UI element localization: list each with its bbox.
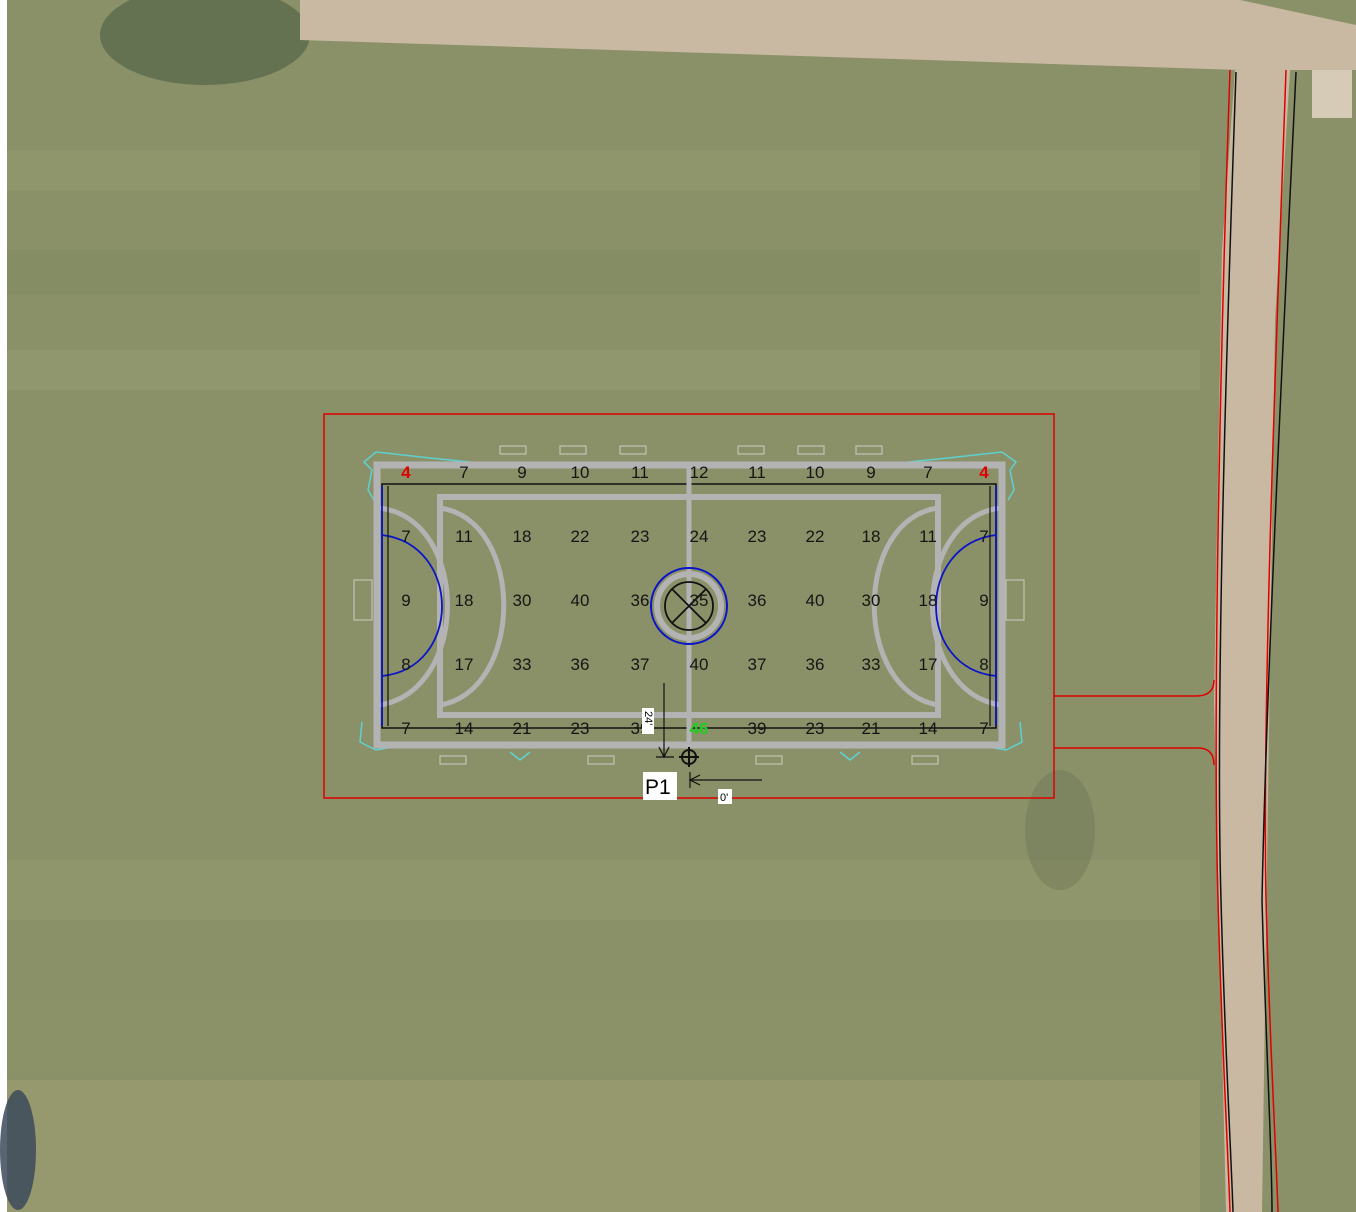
mowing-stripe	[0, 1000, 1200, 1070]
left-goal-area	[381, 534, 443, 677]
illuminance-value: 33	[513, 655, 532, 674]
shrub	[1025, 770, 1095, 890]
illuminance-value: 11	[455, 527, 473, 546]
illuminance-value: 36	[806, 655, 825, 674]
illuminance-value: 36	[748, 591, 767, 610]
illuminance-value: 10	[806, 463, 825, 482]
illuminance-value: 8	[979, 655, 988, 674]
mowing-stripe	[0, 250, 1200, 295]
illuminance-value: 7	[979, 719, 988, 738]
center-circle-outer	[650, 567, 728, 645]
vertical-dimension-label-bg	[642, 708, 654, 734]
illuminance-value: 30	[513, 591, 532, 610]
center-circle-grey	[654, 571, 724, 641]
illuminance-value: 11	[748, 463, 766, 482]
mowing-stripe	[0, 350, 1200, 390]
conduit-route	[1054, 747, 1215, 766]
top-path	[300, 0, 1356, 70]
illuminance-value: 40	[690, 655, 709, 674]
illuminance-value: 33	[862, 655, 881, 674]
illuminance-value: 23	[571, 719, 590, 738]
illuminance-value: 18	[455, 591, 474, 610]
left-border-strip	[0, 0, 7, 1212]
right-outer-arc	[930, 505, 1001, 708]
path-end-pad	[1312, 70, 1352, 118]
horizontal-dimension-label: 0'	[720, 792, 728, 804]
conduit-route	[1054, 679, 1215, 697]
illuminance-value: 36	[571, 655, 590, 674]
utility-line-black	[1218, 71, 1237, 1212]
fixture-outlines	[359, 451, 1023, 761]
illuminance-value: 40	[571, 591, 590, 610]
illuminance-value: 23	[631, 527, 650, 546]
horizontal-dimension-label-bg	[718, 789, 732, 804]
illuminance-value: 11	[919, 527, 937, 546]
illuminance-value: 18	[919, 591, 938, 610]
illuminance-value: 17	[455, 655, 474, 674]
illuminance-value: 46	[690, 719, 709, 738]
left-outer-arc	[379, 505, 450, 708]
illuminance-value: 9	[979, 591, 988, 610]
illuminance-value: 14	[455, 719, 474, 738]
illuminance-value: 35	[690, 591, 709, 610]
illuminance-value: 36	[631, 591, 650, 610]
illuminance-value: 7	[923, 463, 932, 482]
illuminance-value: 39	[748, 719, 767, 738]
illuminance-value: 4	[401, 463, 411, 482]
pole-label-bg	[643, 772, 677, 800]
illuminance-value: 30	[862, 591, 881, 610]
vertical-dimension-label: 24'	[642, 711, 654, 725]
illuminance-value: 7	[401, 527, 410, 546]
illuminance-value: 23	[806, 719, 825, 738]
crosshair-icon	[679, 747, 699, 767]
illuminance-value: 9	[517, 463, 526, 482]
illuminance-value: 23	[748, 527, 767, 546]
mowing-stripe	[0, 150, 1200, 190]
illuminance-value: 18	[513, 527, 532, 546]
illuminance-value: 12	[690, 463, 709, 482]
project-boundary	[323, 413, 1055, 799]
pole-label: P1	[645, 776, 671, 799]
illuminance-value: 10	[571, 463, 590, 482]
illuminance-value: 21	[862, 719, 881, 738]
illuminance-value: 37	[631, 655, 650, 674]
right-goal-area	[935, 534, 997, 677]
illuminance-value: 37	[748, 655, 767, 674]
illuminance-value: 7	[401, 719, 410, 738]
illuminance-value: 21	[513, 719, 532, 738]
left-penalty-arc	[439, 505, 507, 708]
illuminance-value: 17	[919, 655, 938, 674]
illuminance-value: 24	[690, 527, 709, 546]
water-patch	[0, 1090, 36, 1210]
illuminance-value: 22	[806, 527, 825, 546]
illuminance-value: 7	[459, 463, 468, 482]
mowing-stripe	[0, 1080, 1200, 1212]
illuminance-value: 4	[979, 463, 989, 482]
tree-canopy	[100, 0, 310, 85]
illuminance-value: 11	[631, 463, 649, 482]
illuminance-value: 22	[571, 527, 590, 546]
illuminance-value: 9	[866, 463, 875, 482]
right-penalty-arc	[871, 505, 939, 708]
illuminance-value: 40	[806, 591, 825, 610]
fixture-heads	[353, 445, 1025, 765]
x-circle-icon	[664, 581, 714, 631]
illuminance-value: 14	[919, 719, 938, 738]
mowing-stripe	[0, 860, 1200, 920]
illuminance-value: 18	[862, 527, 881, 546]
utility-line-black	[1261, 71, 1297, 1212]
illuminance-value: 9	[401, 591, 410, 610]
illuminance-value: 7	[979, 527, 988, 546]
utility-line-red	[1215, 69, 1231, 1212]
illuminance-value: 8	[401, 655, 410, 674]
right-path	[1214, 70, 1290, 1212]
